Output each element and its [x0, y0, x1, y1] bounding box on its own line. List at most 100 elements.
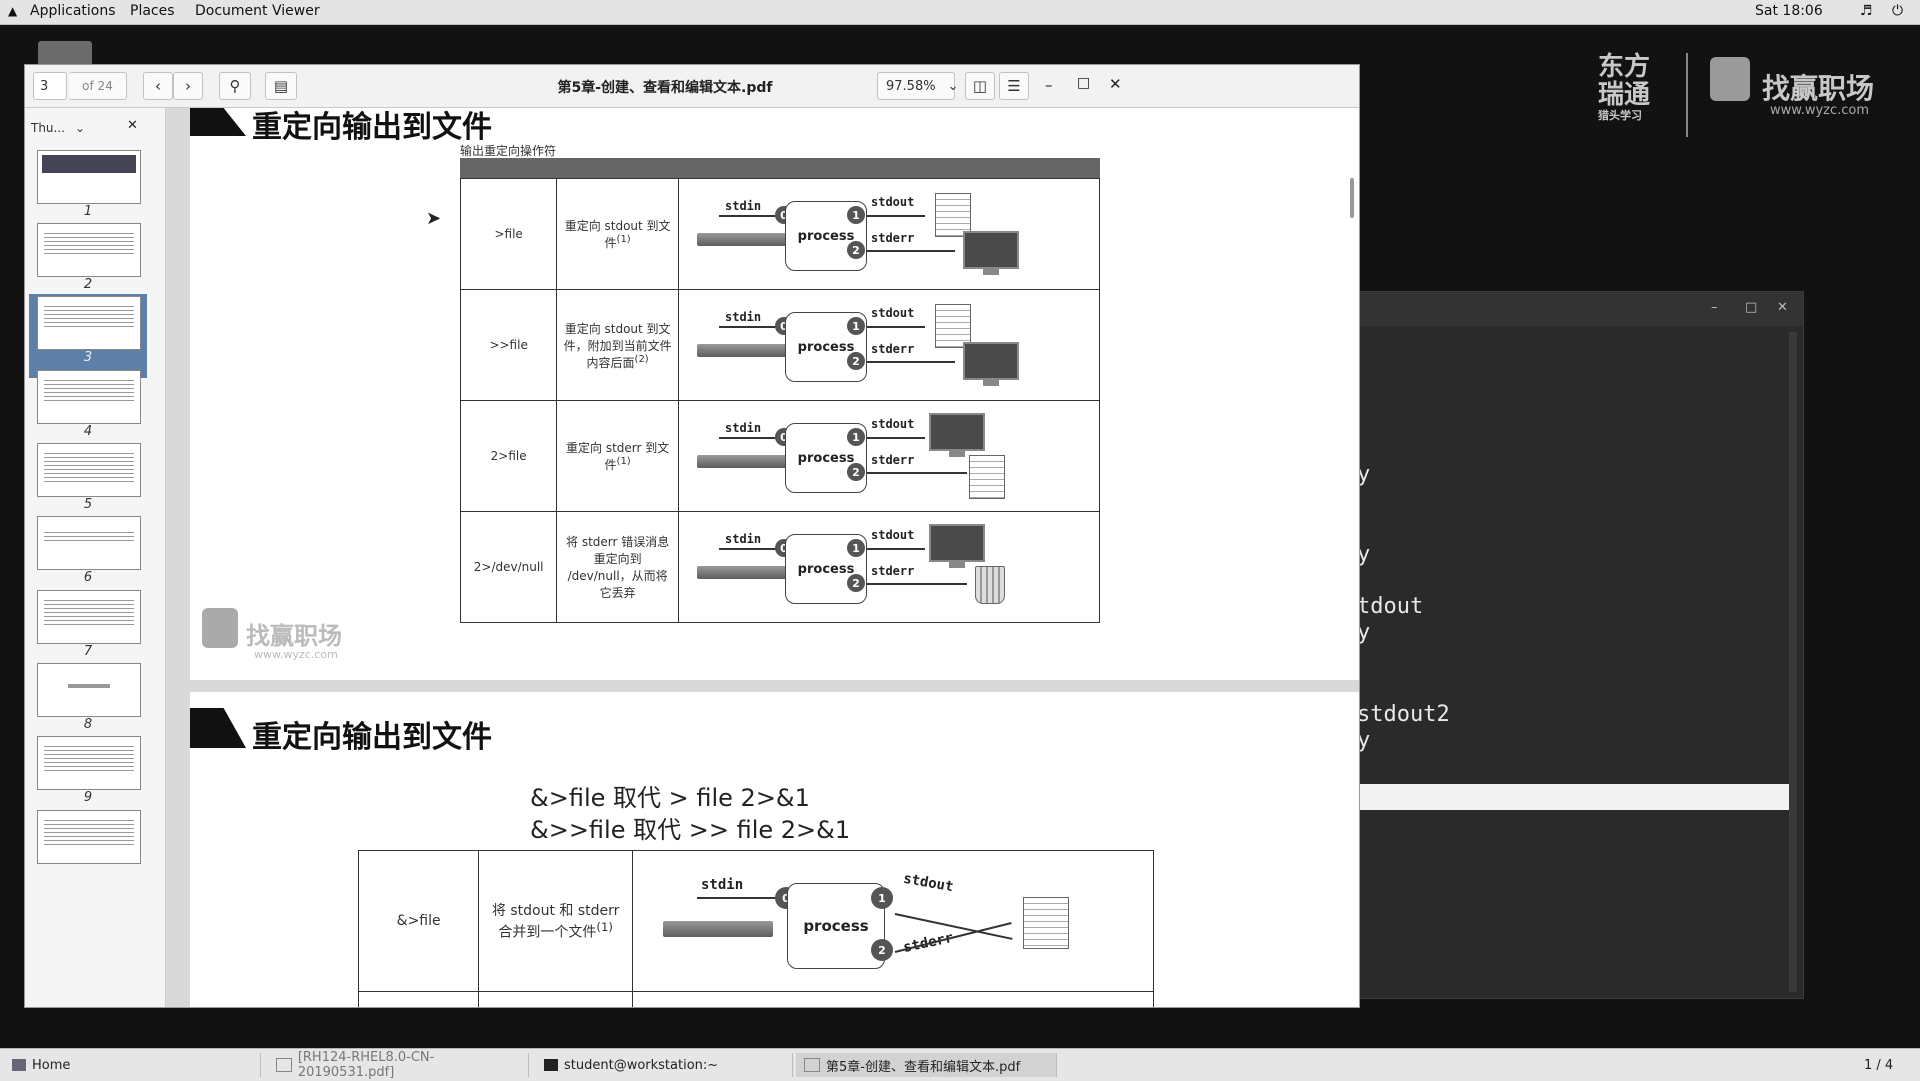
taskbar-terminal[interactable]: student@workstation:~ [536, 1053, 793, 1077]
operator-cell: >>file [459, 289, 558, 401]
page-thumbnail[interactable] [37, 443, 141, 497]
description-text: 将 stderr 错误消息重定向到 /dev/null，从而将它丢弃 [566, 535, 670, 600]
footnote-marker: (1) [616, 234, 631, 245]
fd2-circle: 2 [847, 241, 865, 259]
terminal-close-button[interactable]: ✕ [1777, 300, 1788, 315]
thumbnail-number: 4 [83, 424, 93, 439]
redirect-diagram: stdin 0 process 1 2 stdout stderr [679, 401, 1099, 511]
merge-diagram: stdin 0 process 1 2 stdout stderr [633, 851, 1153, 991]
terminal-icon [544, 1059, 558, 1071]
document-icon [276, 1058, 292, 1072]
content-scrollbar[interactable] [1350, 178, 1354, 218]
search-button[interactable]: ⚲ [219, 72, 251, 100]
page-thumbnail[interactable] [37, 590, 141, 644]
page-watermark-text: 找赢职场 [246, 622, 342, 650]
page-thumbnail[interactable] [37, 296, 141, 350]
page-number-input[interactable]: 3 [33, 72, 67, 100]
keyboard-icon [697, 455, 789, 468]
taskbar-pdf-1[interactable]: [RH124-RHEL8.0-CN-20190531.pdf] [268, 1050, 529, 1080]
workspace-indicator[interactable]: 1 / 4 [1864, 1057, 1894, 1073]
terminal-window[interactable]: – □ ✕ y y tdout y stdout2 y [1340, 291, 1804, 999]
volume-icon[interactable]: ♬ [1860, 3, 1873, 19]
page-thumbnail[interactable] [37, 663, 141, 717]
stdin-arrow [719, 437, 777, 439]
thumbnail-number: 3 [83, 350, 93, 365]
zoom-select[interactable]: 97.58%⌄ [877, 72, 958, 100]
keyboard-icon [663, 921, 773, 937]
fd2-circle: 2 [847, 463, 865, 481]
keyboard-icon [697, 233, 789, 246]
terminal-line: y [1357, 542, 1371, 567]
terminal-titlebar[interactable]: – □ ✕ [1341, 292, 1803, 326]
view-mode-button[interactable]: ◫ [965, 72, 995, 100]
table-row: &>file 将 stdout 和 stderr 合并到一个文件(1) stdi… [357, 850, 1154, 992]
page-thumbnail[interactable] [37, 736, 141, 790]
wyzc-logo-text: 找赢职场 [1762, 72, 1875, 105]
terminal-selection-bar [1341, 784, 1789, 810]
close-button[interactable]: ✕ [1109, 75, 1122, 93]
document-viewer-window[interactable]: 3 of 24 ‹ › ⚲ ▤ 第5章-创建、查看和编辑文本.pdf 97.58… [24, 64, 1360, 1008]
monitor-icon [963, 342, 1019, 386]
fd1-circle: 1 [847, 206, 865, 224]
stdout-label: stdout [871, 528, 915, 542]
stdin-label: stdin [725, 199, 762, 213]
minimize-button[interactable]: – [1045, 76, 1053, 94]
table-row [357, 991, 1154, 1007]
chevron-down-icon: ⌄ [947, 78, 959, 94]
terminal-minimize-button[interactable]: – [1711, 300, 1718, 315]
viewer-header-bar[interactable]: 3 of 24 ‹ › ⚲ ▤ 第5章-创建、查看和编辑文本.pdf 97.58… [25, 65, 1359, 108]
annotations-button[interactable]: ▤ [265, 72, 297, 100]
page-thumbnail[interactable] [37, 516, 141, 570]
page-watermark-url: www.wyzc.com [254, 648, 338, 661]
active-app-menu[interactable]: Document Viewer [195, 3, 320, 19]
taskbar-task1-label: [RH124-RHEL8.0-CN-20190531.pdf] [297, 1050, 435, 1080]
page-thumbnail[interactable] [37, 370, 141, 424]
annotation-icon: ▤ [273, 77, 289, 95]
fd2-circle: 2 [847, 574, 865, 592]
page-thumbnail[interactable] [37, 810, 141, 864]
stdin-arrow [697, 897, 783, 899]
thumbnail-sidebar[interactable]: Thu...⌄ ✕ 1 2 3 4 5 6 7 8 9 [25, 108, 166, 1007]
applications-menu[interactable]: Applications [30, 3, 116, 19]
sidebar-mode-select[interactable]: Thu...⌄ [31, 114, 95, 142]
footnote-marker: (1) [596, 920, 613, 935]
diagram-cell: stdin 0 process 1 2 stdout stderr [678, 400, 1100, 512]
wyzc-logo-url: www.wyzc.com [1770, 103, 1870, 118]
fd1-circle: 1 [847, 317, 865, 335]
heading-marker [190, 708, 246, 748]
description-text: 重定向 stdout 到文件，附加到当前文件内容后面 [563, 321, 672, 370]
gnome-foot-icon[interactable]: ▲ [8, 4, 18, 18]
stdin-arrow [719, 215, 777, 217]
trash-bin-icon [975, 566, 1005, 604]
redirect-diagram: stdin 0 process 1 2 stdout stderr [679, 290, 1099, 400]
menu-button[interactable]: ☰ [999, 72, 1029, 100]
thumbnail-number: 1 [83, 204, 93, 219]
page-thumbnail[interactable] [37, 150, 141, 204]
heading-marker [190, 108, 246, 136]
page-thumbnail[interactable] [37, 223, 141, 277]
taskbar-home[interactable]: Home [4, 1053, 261, 1077]
previous-page-button[interactable]: ‹ [143, 72, 173, 100]
terminal-line: tdout [1357, 594, 1424, 619]
terminal-scrollbar[interactable] [1789, 332, 1797, 992]
terminal-line: y [1357, 728, 1371, 753]
sidebar-close-icon[interactable]: ✕ [127, 118, 138, 133]
places-menu[interactable]: Places [130, 3, 175, 19]
equivalence-line-2: &>>file 取代 >> file 2>&1 [530, 816, 851, 844]
thumbnail-number: 8 [83, 717, 93, 732]
fd1-circle: 1 [871, 887, 893, 909]
stdin-label: stdin [725, 310, 762, 324]
brand-logo-dongfang: 东方 瑞通 猎头学习 [1598, 52, 1651, 122]
clock[interactable]: Sat 18:06 [1755, 3, 1823, 19]
power-icon[interactable]: ⏻ [1892, 3, 1904, 19]
terminal-maximize-button[interactable]: □ [1745, 300, 1758, 315]
merge-redirect-table: &>file 将 stdout 和 stderr 合并到一个文件(1) stdi… [357, 850, 1154, 1007]
taskbar-pdf-2[interactable]: 第5章-创建、查看和编辑文本.pdf [796, 1053, 1057, 1077]
next-page-button[interactable]: › [173, 72, 203, 100]
description-cell: 将 stderr 错误消息重定向到 /dev/null，从而将它丢弃 [556, 511, 679, 623]
maximize-button[interactable]: □ [1077, 75, 1091, 91]
stdin-label: stdin [701, 877, 744, 893]
